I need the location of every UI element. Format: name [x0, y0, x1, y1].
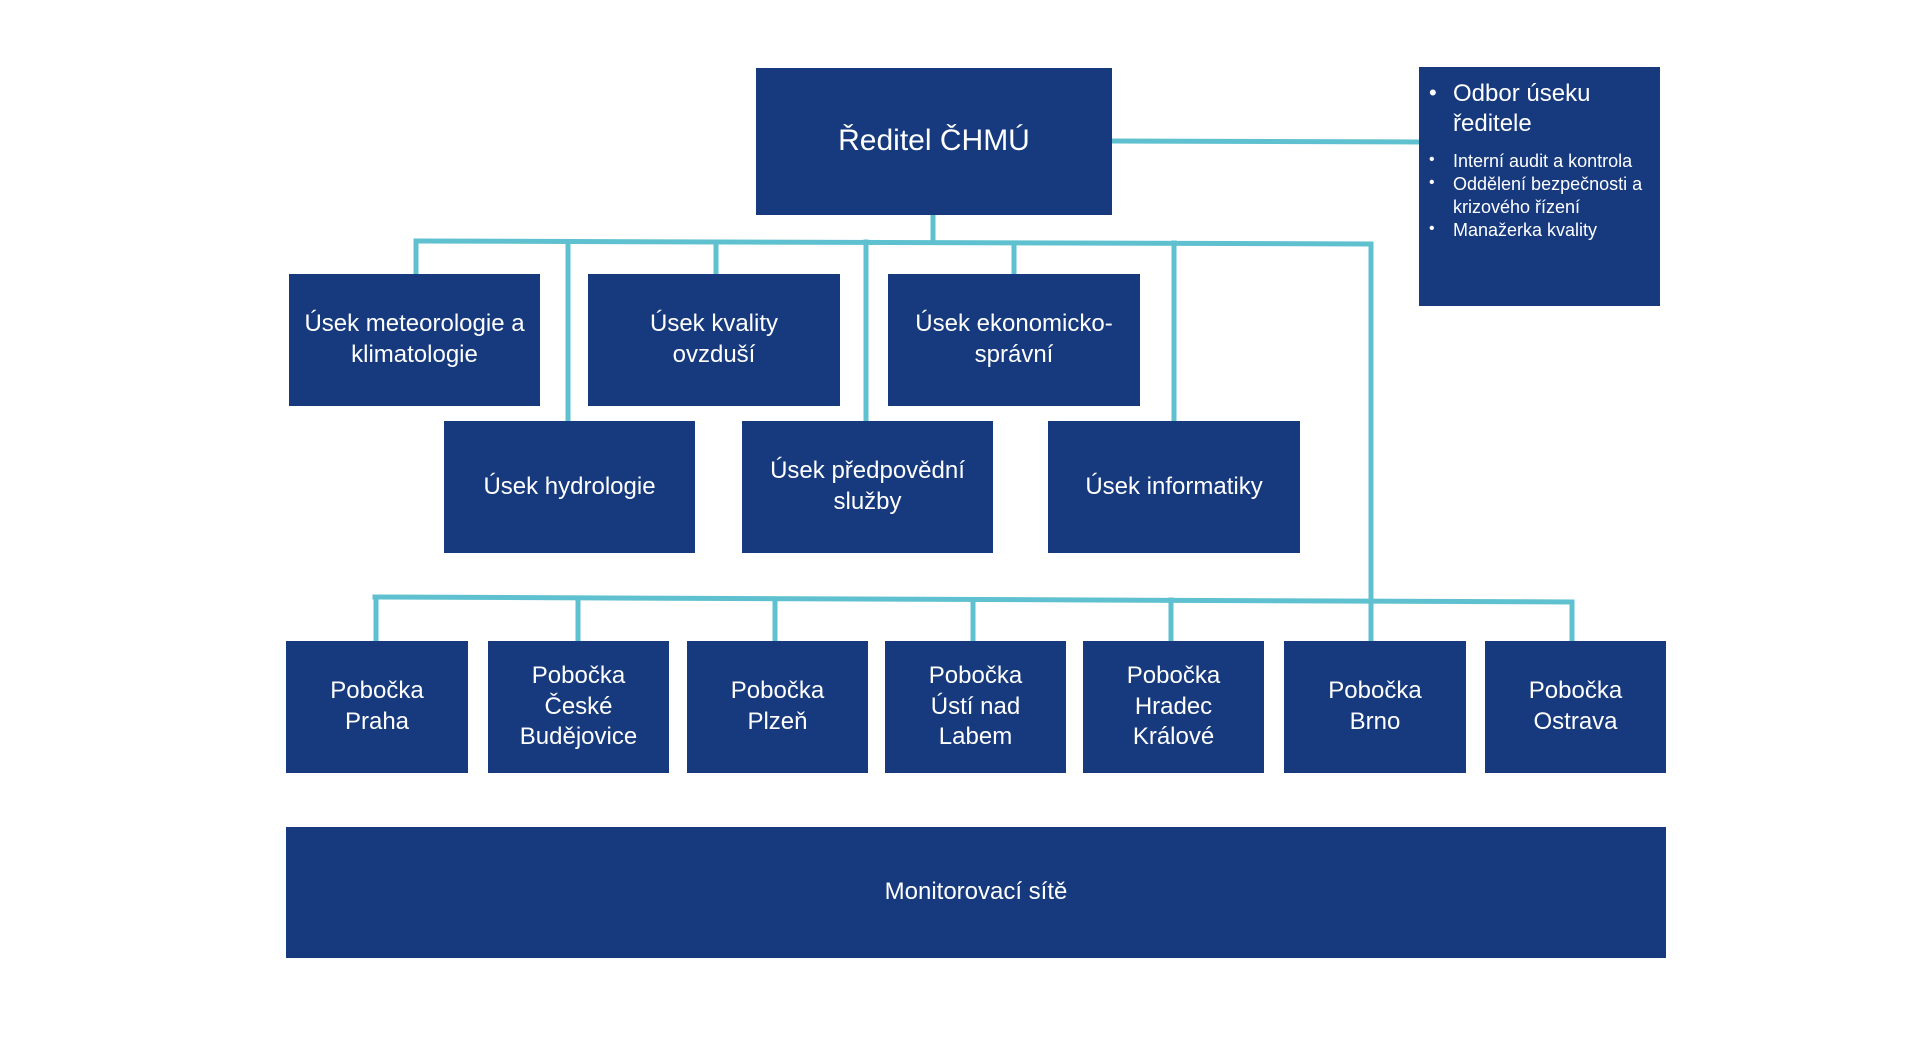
- division-forecasting-box: Úsek předpovědní služby: [742, 421, 993, 553]
- monitoring-networks-box: Monitorovací sítě: [286, 827, 1666, 958]
- connector-division-bus: [413, 238, 1374, 247]
- branch-ostrava-label: Pobočka Ostrava: [1528, 677, 1623, 735]
- branch-ostrava-box: Pobočka Ostrava: [1485, 641, 1666, 773]
- branch-hradec-box: Pobočka Hradec Králové: [1083, 641, 1264, 773]
- branch-plzen-box: Pobočka Plzeň: [687, 641, 868, 773]
- branch-hradec-label: Pobočka Hradec Králové: [1126, 661, 1221, 751]
- branch-brno-box: Pobočka Brno: [1284, 641, 1466, 773]
- branch-praha-box: Pobočka Praha: [286, 641, 468, 773]
- branch-usti-box: Pobočka Ústí nad Labem: [885, 641, 1066, 773]
- division-air-quality-box: Úsek kvality ovzduší: [588, 274, 840, 406]
- division-informatics-box: Úsek informatiky: [1048, 421, 1300, 553]
- director-label: Ředitel ČHMÚ: [838, 124, 1030, 158]
- director-box: Ředitel ČHMÚ: [756, 68, 1112, 215]
- director-office-heading: Odbor úseku ředitele: [1429, 79, 1650, 140]
- branch-ceske-budejovice-box: Pobočka České Budějovice: [488, 641, 669, 773]
- connector-director-office: [1109, 138, 1422, 145]
- branch-brno-label: Pobočka Brno: [1328, 677, 1422, 735]
- division-air-quality-label: Úsek kvality ovzduší: [649, 310, 779, 368]
- division-informatics-label: Úsek informatiky: [1085, 472, 1263, 500]
- director-office-box: Odbor úseku ředitele Interní audit a kon…: [1419, 67, 1660, 306]
- division-hydrology-label: Úsek hydrologie: [483, 472, 656, 500]
- division-economics-label: Úsek ekonomicko-správní: [915, 310, 1113, 368]
- division-hydrology-box: Úsek hydrologie: [444, 421, 695, 553]
- monitoring-networks-label: Monitorovací sítě: [884, 878, 1068, 906]
- branch-ceske-budejovice-label: Pobočka České Budějovice: [519, 661, 638, 751]
- branch-usti-label: Pobočka Ústí nad Labem: [928, 661, 1023, 751]
- division-forecasting-label: Úsek předpovědní služby: [770, 457, 965, 515]
- division-meteorology-box: Úsek meteorologie a klimatologie: [289, 274, 540, 406]
- director-office-list: Odbor úseku ředitele Interní audit a kon…: [1429, 79, 1650, 242]
- office-item-audit: Interní audit a kontrola: [1429, 150, 1650, 173]
- division-economics-box: Úsek ekonomicko-správní: [888, 274, 1140, 406]
- office-item-security: Oddělení bezpečnosti a krizového řízení: [1429, 173, 1650, 219]
- branch-praha-label: Pobočka Praha: [330, 677, 424, 735]
- division-meteorology-label: Úsek meteorologie a klimatologie: [304, 310, 525, 368]
- branch-plzen-label: Pobočka Plzeň: [730, 677, 825, 735]
- office-item-quality: Manažerka kvality: [1429, 219, 1650, 242]
